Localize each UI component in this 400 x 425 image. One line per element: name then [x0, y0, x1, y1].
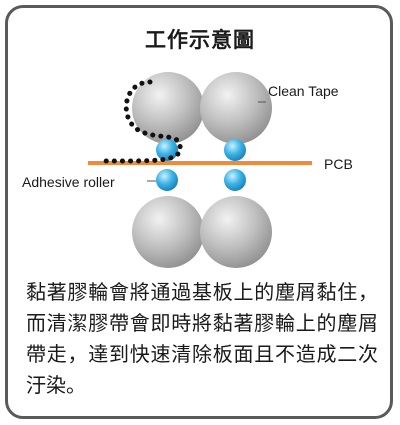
backup-roller-left: [132, 196, 204, 268]
backup-roller-right: [200, 196, 272, 268]
adhesive-roller-bottom-left: [156, 169, 178, 191]
adhesive-roller-top-left: [156, 139, 178, 161]
pcb-label: PCB: [324, 156, 353, 172]
clean-tape-path: [102, 79, 183, 164]
diagram-title: 工作示意圖: [145, 28, 255, 52]
clean-tape-label: Clean Tape: [268, 83, 339, 99]
clean-tape-roller-right: [200, 72, 272, 144]
adhesive-roller-top-right: [224, 139, 246, 161]
adhesive-roller-bottom-right: [224, 169, 246, 191]
description-text: 黏著膠輪會將通過基板上的塵屑黏住，而清潔膠帶會即時將黏著膠輪上的塵屑帶走，達到快…: [26, 280, 378, 397]
card-frame: [5, 5, 393, 419]
clean-tape-roller-left: [132, 72, 204, 144]
adhesive-roller-label: Adhesive roller: [22, 174, 115, 190]
